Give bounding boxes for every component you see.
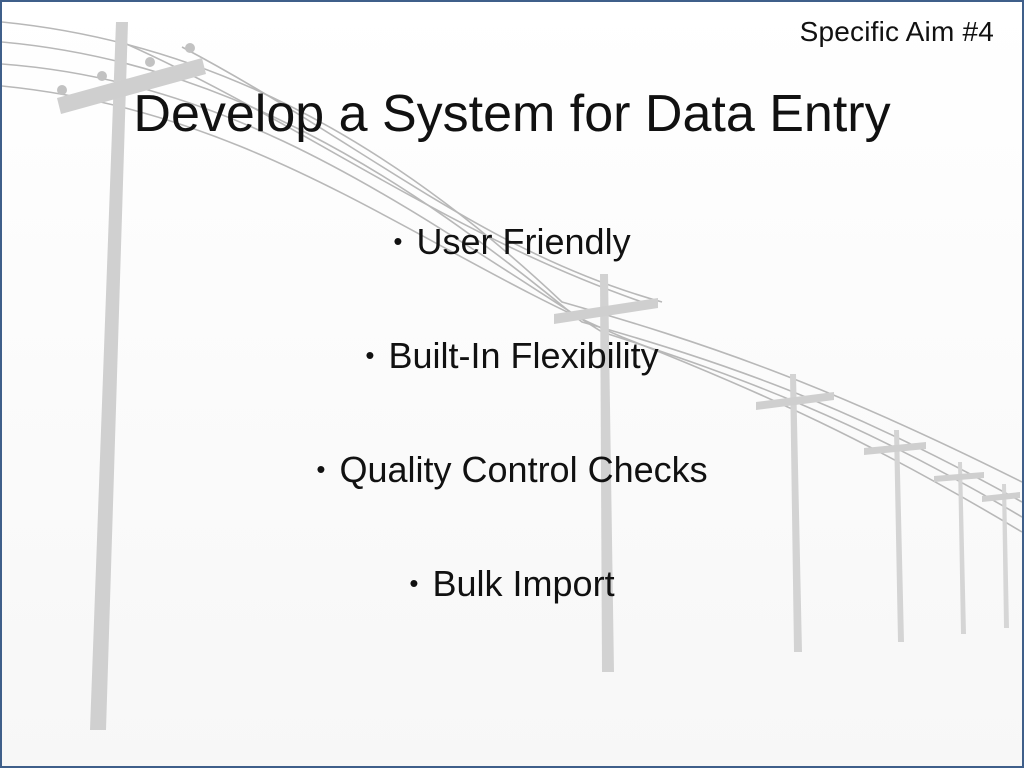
utility-pole-6 bbox=[982, 484, 1020, 628]
bullet-text: User Friendly bbox=[416, 221, 631, 262]
bullet-dot: • bbox=[409, 568, 419, 598]
utility-pole-large bbox=[57, 22, 206, 730]
bullet-item: • Bulk Import bbox=[2, 554, 1022, 668]
specific-aim-label: Specific Aim #4 bbox=[799, 16, 994, 47]
utility-pole-5 bbox=[934, 462, 984, 634]
bullet-item: • User Friendly bbox=[2, 212, 1022, 326]
bullet-text: Bulk Import bbox=[432, 563, 615, 604]
bullet-text: Quality Control Checks bbox=[339, 449, 708, 490]
bullet-dot: • bbox=[365, 340, 375, 370]
bullet-item: • Built-In Flexibility bbox=[2, 326, 1022, 440]
bullet-text: Built-In Flexibility bbox=[388, 335, 659, 376]
bullet-dot: • bbox=[316, 454, 326, 484]
utility-pole-3 bbox=[756, 374, 834, 652]
bullet-item: • Quality Control Checks bbox=[2, 440, 1022, 554]
slide-title: Develop a System for Data Entry bbox=[133, 85, 891, 143]
bullet-dot: • bbox=[393, 226, 403, 256]
utility-pole-4 bbox=[864, 430, 926, 642]
utility-pole-2 bbox=[554, 274, 658, 672]
bullet-list: • User Friendly • Built-In Flexibility • Qu… bbox=[2, 212, 1022, 668]
